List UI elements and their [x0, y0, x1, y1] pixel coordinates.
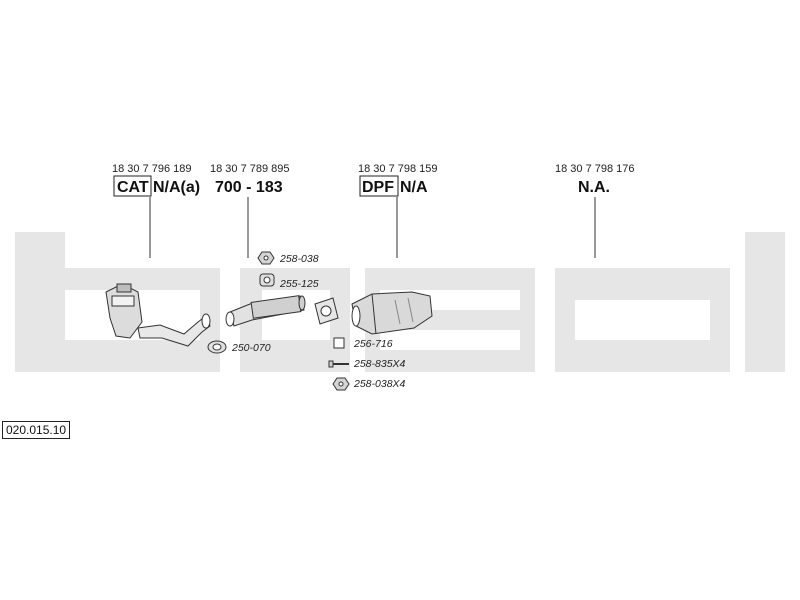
- rubber-mount-icon: [207, 340, 227, 354]
- part-number-4: N.A.: [578, 179, 610, 196]
- accessory-code: 255-125: [279, 278, 319, 290]
- gasket-icon: [333, 337, 345, 349]
- diagram-id-label: 020.015.10: [2, 421, 71, 439]
- accessory-code: 258-038: [279, 253, 319, 265]
- nut-icon: [257, 251, 275, 265]
- diesel-particulate-filter-part: [314, 291, 433, 335]
- catalytic-converter-part: [105, 283, 211, 347]
- leader-lines: [149, 197, 596, 258]
- oem-number-2: 18 30 7 789 895: [210, 163, 290, 175]
- dpf-label-box: [359, 175, 399, 197]
- accessory-code: 250-070: [231, 342, 271, 354]
- oem-number-4: 18 30 7 798 176: [555, 163, 635, 175]
- bolt-icon: [328, 360, 349, 368]
- oem-number-3: 18 30 7 798 159: [358, 163, 438, 175]
- part-number-1: N/A(a): [153, 179, 200, 196]
- middle-pipe-part: [225, 295, 306, 327]
- cat-label-box: [113, 175, 152, 197]
- accessory-code: 258-038X4: [353, 378, 406, 390]
- clamp-icon: [259, 273, 275, 287]
- nut-icon: [332, 377, 350, 391]
- oem-number-1: 18 30 7 796 189: [112, 163, 192, 175]
- part-number-3: N/A: [400, 179, 428, 196]
- part-type-cat: CAT: [117, 179, 149, 196]
- accessory-code: 256-716: [353, 338, 393, 350]
- part-number-2: 700 - 183: [215, 179, 283, 196]
- part-type-dpf: DPF: [362, 179, 394, 196]
- accessory-code: 258-835X4: [353, 358, 406, 370]
